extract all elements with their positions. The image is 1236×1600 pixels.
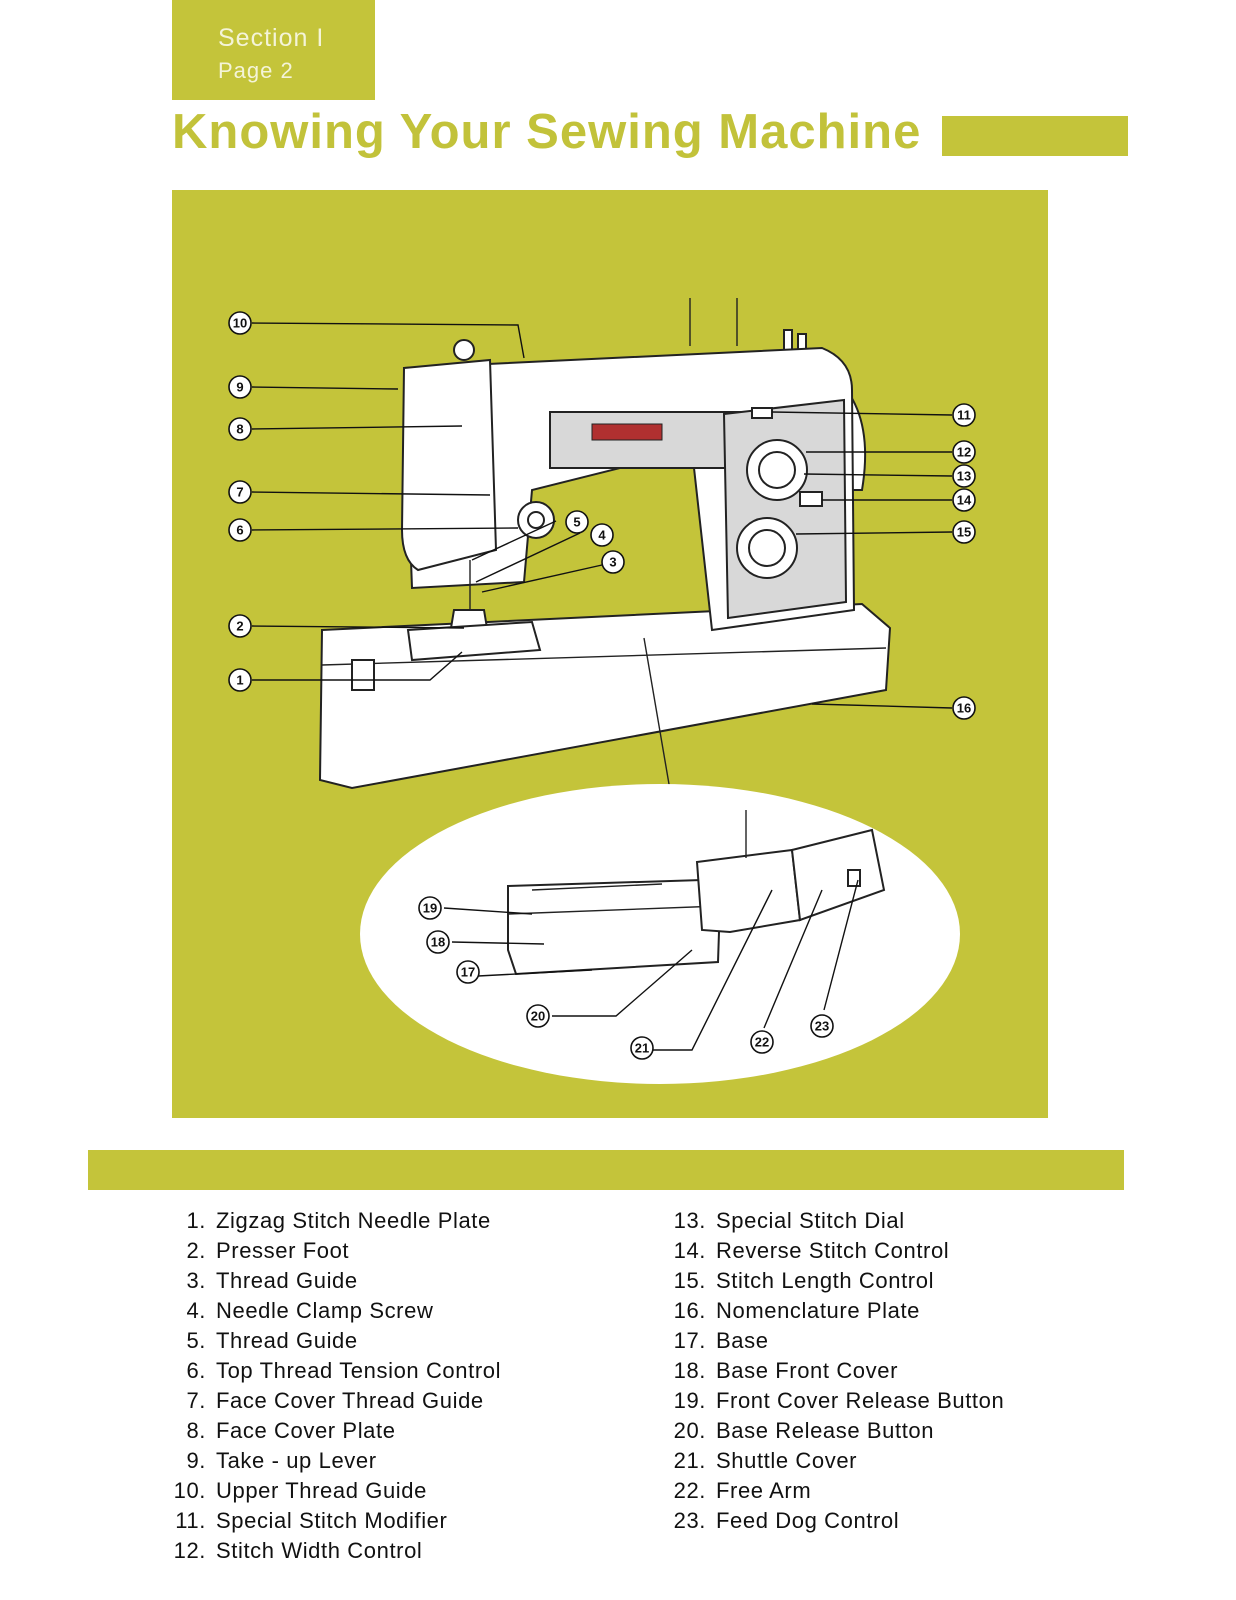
callout-6: 6 (228, 518, 252, 542)
list-item: 4.Needle Clamp Screw (186, 1298, 434, 1323)
callout-16: 16 (952, 696, 976, 720)
list-item: 10.Upper Thread Guide (173, 1478, 427, 1503)
callout-10: 10 (228, 311, 252, 335)
callout-15: 15 (952, 520, 976, 544)
svg-text:1: 1 (236, 673, 243, 688)
callout-20: 20 (526, 1004, 550, 1028)
list-item: 23.Feed Dog Control (673, 1508, 900, 1533)
page-title: Knowing Your Sewing Machine (172, 105, 922, 159)
list-item: 13.Special Stitch Dial (673, 1208, 905, 1233)
svg-text:19: 19 (423, 901, 437, 916)
svg-text:15: 15 (957, 525, 971, 540)
parts-list-right: 13.Special Stitch Dial 14.Reverse Stitch… (662, 1206, 1004, 1536)
svg-text:11: 11 (957, 408, 971, 423)
svg-text:17: 17 (461, 965, 475, 980)
callout-21: 21 (630, 1036, 654, 1060)
callout-4: 4 (590, 523, 614, 547)
svg-text:20: 20 (531, 1009, 545, 1024)
callout-12: 12 (952, 440, 976, 464)
title-accent-bar (942, 116, 1128, 156)
divider-bar (88, 1150, 1124, 1190)
callout-5: 5 (565, 510, 589, 534)
svg-text:6: 6 (236, 523, 243, 538)
callout-11: 11 (952, 403, 976, 427)
sewing-machine-figure: 1 2 3 4 5 6 7 8 9 10 11 12 13 14 15 16 1… (172, 190, 1048, 1118)
section-label: Section I (218, 24, 325, 52)
list-item: 5.Thread Guide (186, 1328, 358, 1353)
callout-13: 13 (952, 464, 976, 488)
list-item: 3.Thread Guide (186, 1268, 358, 1293)
svg-text:23: 23 (815, 1019, 829, 1034)
sewing-machine-illustration: 1 2 3 4 5 6 7 8 9 10 11 12 13 14 15 16 1… (228, 298, 976, 1084)
svg-text:22: 22 (755, 1035, 769, 1050)
svg-text:4: 4 (598, 528, 606, 543)
free-arm-inset (360, 784, 960, 1084)
list-item: 2.Presser Foot (186, 1238, 350, 1263)
svg-text:12: 12 (957, 445, 971, 460)
callout-23: 23 (810, 1014, 834, 1038)
list-item: 8.Face Cover Plate (186, 1418, 396, 1443)
svg-text:2: 2 (236, 619, 243, 634)
list-item: 15.Stitch Length Control (673, 1268, 935, 1293)
machine-drawing (318, 298, 892, 791)
list-item: 11.Special Stitch Modifier (175, 1508, 448, 1533)
svg-text:9: 9 (236, 380, 243, 395)
svg-text:5: 5 (573, 515, 580, 530)
list-item: 18.Base Front Cover (673, 1358, 899, 1383)
list-item: 21.Shuttle Cover (673, 1448, 858, 1473)
callout-17: 17 (456, 960, 480, 984)
list-item: 20.Base Release Button (673, 1418, 935, 1443)
svg-text:10: 10 (233, 316, 247, 331)
page-label: Page 2 (218, 58, 294, 83)
list-item: 22.Free Arm (673, 1478, 812, 1503)
svg-text:16: 16 (957, 701, 971, 716)
list-item: 16.Nomenclature Plate (673, 1298, 921, 1323)
svg-text:8: 8 (236, 422, 243, 437)
svg-text:13: 13 (957, 469, 971, 484)
parts-list-left: 1.Zigzag Stitch Needle Plate 2.Presser F… (162, 1206, 501, 1566)
svg-text:21: 21 (635, 1041, 649, 1056)
list-item: 7.Face Cover Thread Guide (186, 1388, 484, 1413)
callout-19: 19 (418, 896, 442, 920)
callout-22: 22 (750, 1030, 774, 1054)
list-item: 1.Zigzag Stitch Needle Plate (186, 1208, 491, 1233)
list-item: 19.Front Cover Release Button (673, 1388, 1005, 1413)
section-tab: Section I Page 2 (172, 0, 375, 100)
callout-9: 9 (228, 375, 252, 399)
callout-3: 3 (601, 550, 625, 574)
list-item: 17.Base (673, 1328, 769, 1353)
list-item: 6.Top Thread Tension Control (186, 1358, 502, 1383)
svg-text:18: 18 (431, 935, 445, 950)
list-item: 14.Reverse Stitch Control (673, 1238, 950, 1263)
svg-text:3: 3 (609, 555, 616, 570)
svg-text:7: 7 (236, 485, 243, 500)
svg-text:14: 14 (957, 493, 972, 508)
leader-lines (251, 322, 953, 1051)
callout-7: 7 (228, 480, 252, 504)
list-item: 9.Take - up Lever (186, 1448, 377, 1473)
callout-18: 18 (426, 930, 450, 954)
list-item: 12.Stitch Width Control (173, 1538, 423, 1563)
callout-8: 8 (228, 417, 252, 441)
callout-2: 2 (228, 614, 252, 638)
callout-1: 1 (228, 668, 252, 692)
callout-14: 14 (952, 488, 976, 512)
